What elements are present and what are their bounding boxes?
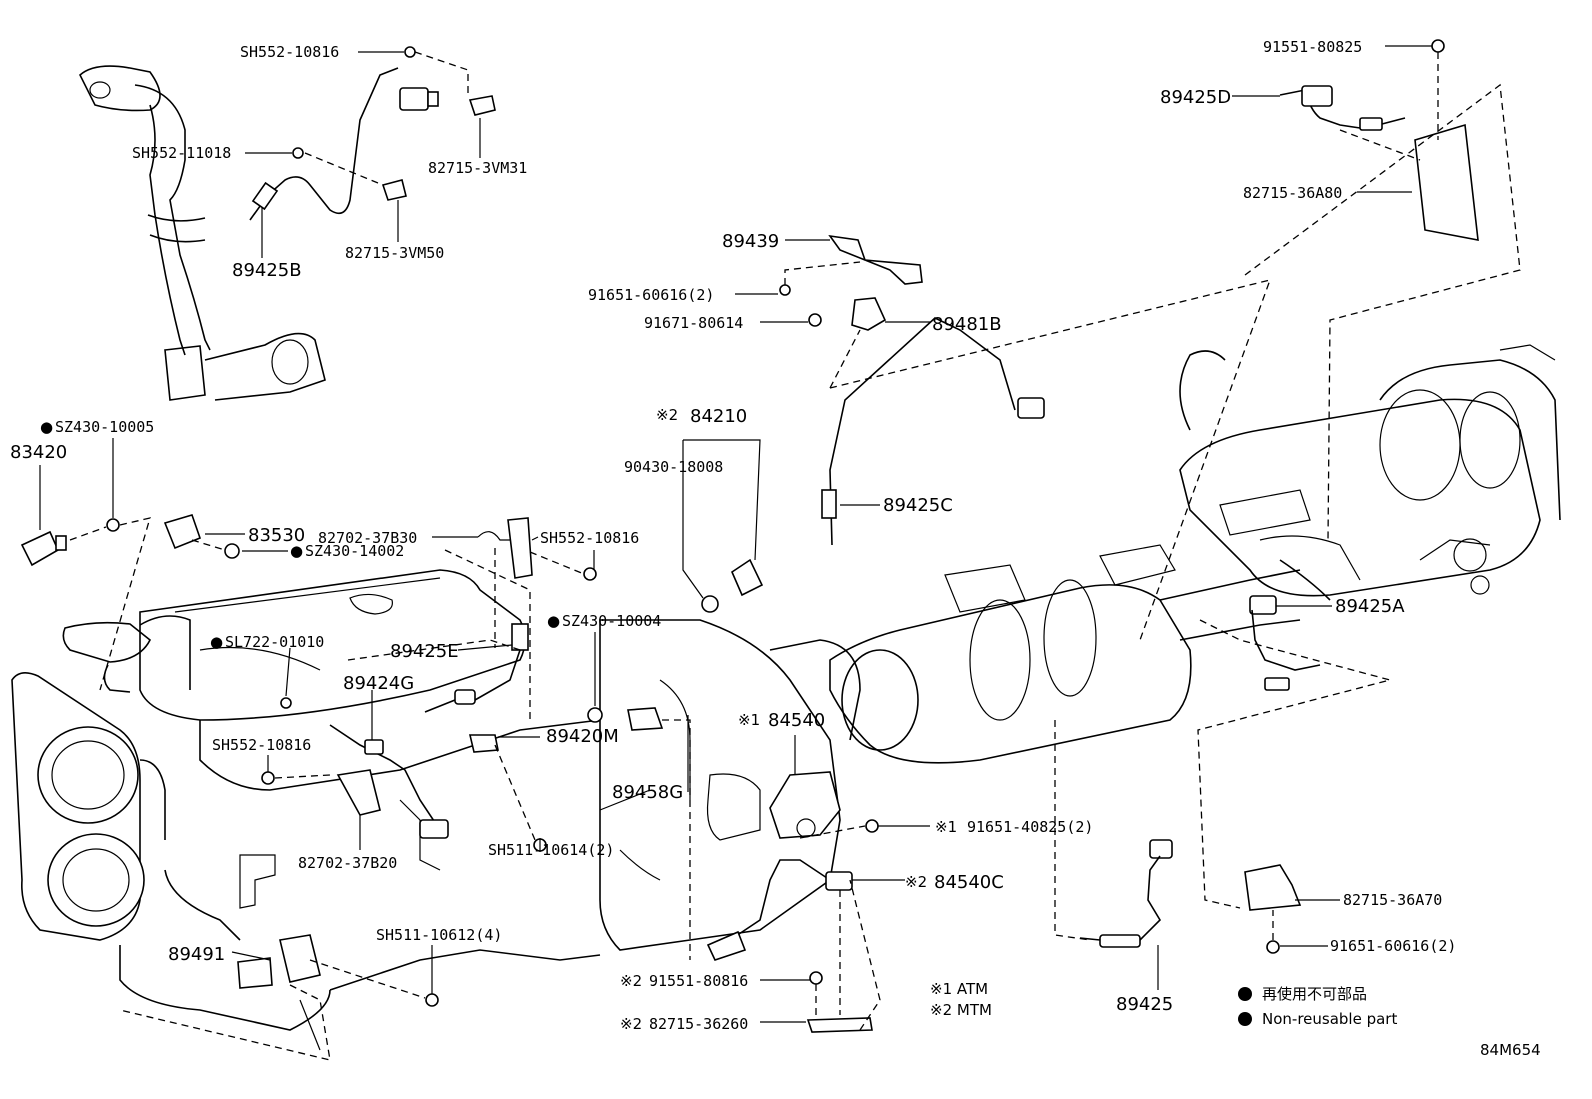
label-sh552-10816-low: SH552-10816 — [212, 736, 311, 754]
label-90430-18008: 90430-18008 — [624, 458, 723, 476]
non-reusable-dot-sz430-10005: ● — [40, 418, 53, 436]
label-89481b: 89481B — [932, 314, 1002, 335]
label-89420m: 89420M — [546, 726, 619, 747]
label-84210-mark: ※2 — [656, 406, 678, 424]
exhaust-pipe-drawing — [79, 65, 326, 401]
exhaust-system-drawing — [829, 344, 1561, 764]
diagram-id: 84M654 — [1480, 1041, 1541, 1059]
label-82715-36260-mark: ※2 — [620, 1015, 642, 1033]
label-sh552-10816-mid: SH552-10816 — [540, 529, 639, 547]
label-89425a: 89425A — [1335, 596, 1405, 617]
label-82702-37b20: 82702-37B20 — [298, 854, 397, 872]
label-91551-80816: 91551-80816 — [649, 972, 748, 990]
label-91671-80614: 91671-80614 — [644, 314, 743, 332]
label-82715-36260: 82715-36260 — [649, 1015, 748, 1033]
label-84540c-mark: ※2 — [905, 873, 927, 891]
label-sh511-10614: SH511-10614(2) — [488, 841, 614, 859]
legend-nonreusable-jp: 再使用不可部品 — [1262, 985, 1367, 1003]
label-89425c: 89425C — [883, 495, 953, 516]
label-84210: 84210 — [690, 406, 747, 427]
legend-nonreusable-en: Non-reusable part — [1262, 1010, 1397, 1028]
label-sh552-11018: SH552-11018 — [132, 144, 231, 162]
label-91651-40825-mark: ※1 — [935, 818, 957, 836]
label-89425: 89425 — [1116, 994, 1173, 1015]
label-sh552-10816-top: SH552-10816 — [240, 43, 339, 61]
label-89491: 89491 — [168, 944, 225, 965]
label-89458g: 89458G — [612, 782, 683, 803]
label-83420: 83420 — [10, 442, 67, 463]
legend-dot-icon — [1238, 987, 1252, 1001]
label-89424g: 89424G — [343, 673, 414, 694]
label-91551-80816-mark: ※2 — [620, 972, 642, 990]
label-sl722-01010: SL722-01010 — [225, 633, 324, 651]
sensor-parts — [20, 39, 1479, 1033]
label-89425d: 89425D — [1160, 87, 1231, 108]
label-sz430-10005: SZ430-10005 — [55, 418, 154, 436]
label-91551-80825: 91551-80825 — [1263, 38, 1362, 56]
label-91651-40825: 91651-40825(2) — [967, 818, 1093, 836]
label-89425e: 89425E — [390, 641, 459, 662]
label-82715-3vm31: 82715-3VM31 — [428, 159, 527, 177]
engine-block-drawing — [11, 569, 861, 1051]
legend-mtm: ※2 MTM — [930, 1001, 992, 1019]
label-82702-37b30: 82702-37B30 — [318, 529, 417, 547]
label-82715-3vm50: 82715-3VM50 — [345, 244, 444, 262]
legend: ※1 ATM ※2 MTM 再使用不可部品 Non-reusable part … — [930, 980, 1541, 1059]
legend-dot-icon-2 — [1238, 1012, 1252, 1026]
label-91651-60616-low: 91651-60616(2) — [1330, 937, 1456, 955]
non-reusable-dot-sz430-10004: ● — [547, 612, 560, 630]
leader-lines — [39, 45, 1521, 1061]
label-sz430-14002: SZ430-14002 — [305, 542, 404, 560]
label-91651-60616-top: 91651-60616(2) — [588, 286, 714, 304]
label-sh511-10612: SH511-10612(4) — [376, 926, 502, 944]
label-89439: 89439 — [722, 231, 779, 252]
label-84540c: 84540C — [934, 872, 1004, 893]
label-82715-36a70: 82715-36A70 — [1343, 891, 1442, 909]
label-84540-mark: ※1 — [738, 711, 760, 729]
label-sz430-10004: SZ430-10004 — [562, 612, 661, 630]
non-reusable-dot-sl722-01010: ● — [210, 633, 223, 651]
part-number-labels: SH552-10816 SH552-11018 82715-3VM31 8271… — [10, 38, 1456, 1033]
label-84540: 84540 — [768, 710, 825, 731]
label-83530: 83530 — [248, 525, 305, 546]
label-89425b: 89425B — [232, 260, 302, 281]
non-reusable-dot-sz430-14002: ● — [290, 542, 303, 560]
label-82715-36a80: 82715-36A80 — [1243, 184, 1342, 202]
legend-atm: ※1 ATM — [930, 980, 988, 998]
